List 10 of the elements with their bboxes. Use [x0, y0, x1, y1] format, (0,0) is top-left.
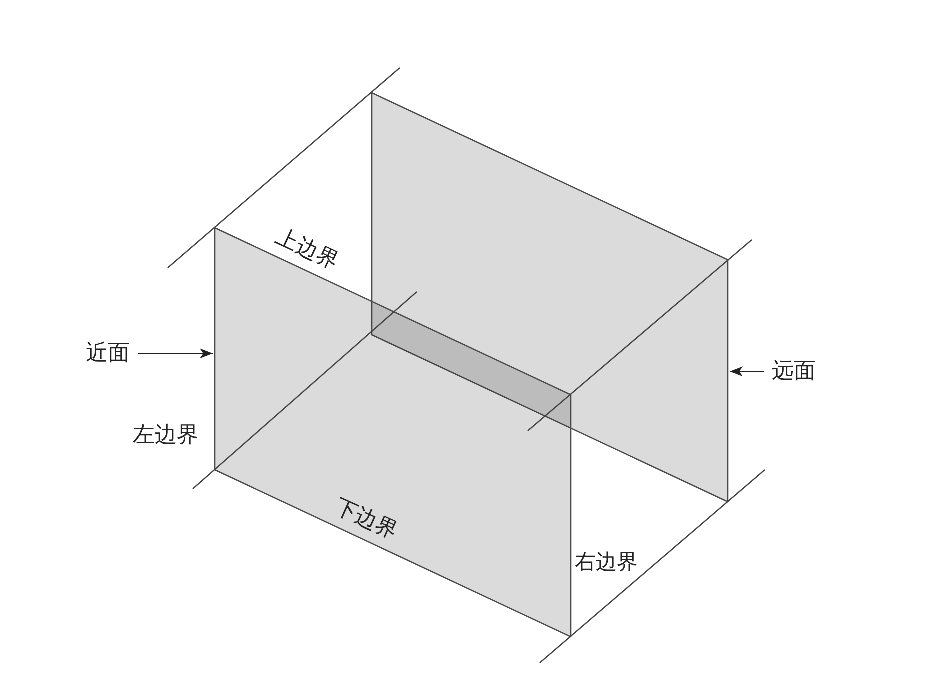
leader-arrow [730, 366, 764, 377]
plane-label: 近面 [86, 341, 130, 366]
plane-label: 远面 [772, 359, 816, 384]
far-plane [372, 93, 728, 502]
boundary-label: 上边界 [272, 224, 342, 275]
boundary-label: 下边界 [330, 494, 402, 544]
boundary-label: 左边界 [133, 423, 199, 448]
leader-arrow [138, 348, 213, 359]
near-plane [215, 228, 571, 637]
boundary-label: 右边界 [575, 550, 638, 574]
